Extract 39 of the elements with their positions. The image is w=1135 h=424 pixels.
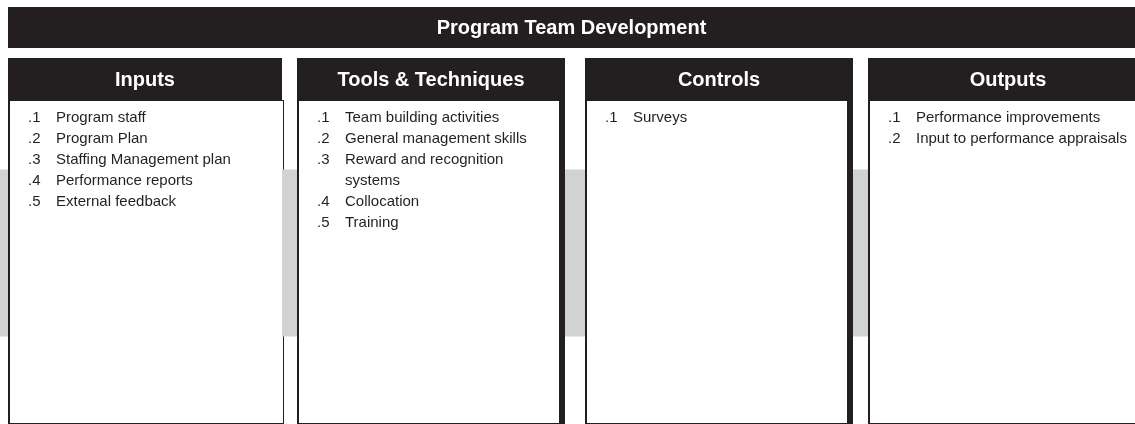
item-number: .1 <box>888 107 902 127</box>
item-number: .2 <box>28 128 42 148</box>
item-number: .4 <box>28 170 42 190</box>
item-number: .3 <box>28 149 42 169</box>
item-text: Reward and recognition systems <box>345 149 505 190</box>
connector-band <box>853 169 868 337</box>
item-text: Program staff <box>56 107 147 127</box>
item-number: .5 <box>317 212 331 232</box>
process-panel <box>297 58 565 424</box>
process-panel <box>868 58 1135 424</box>
item-text: Staffing Management plan <box>56 149 232 169</box>
item-text: Collocation <box>345 191 421 211</box>
process-panel <box>585 58 853 424</box>
item-text: Surveys <box>633 107 689 127</box>
connector-band <box>565 169 585 337</box>
item-text: Program Plan <box>56 128 149 148</box>
title-bar: Program Team Development <box>8 7 1135 48</box>
item-number: .3 <box>317 149 331 169</box>
panel-heading: Controls <box>676 67 762 92</box>
connector-band <box>282 169 297 337</box>
item-text: Training <box>345 212 400 232</box>
panel-heading: Outputs <box>968 67 1048 92</box>
item-text: Input to performance appraisals <box>916 128 1128 148</box>
item-text: Team building activities <box>345 107 501 127</box>
item-number: .2 <box>317 128 331 148</box>
connector-band <box>0 169 8 337</box>
item-text: Performance improvements <box>916 107 1102 127</box>
item-number: .1 <box>28 107 42 127</box>
item-text: Performance reports <box>56 170 194 190</box>
item-number: .1 <box>605 107 619 127</box>
item-text: External feedback <box>56 191 178 211</box>
item-number: .1 <box>317 107 331 127</box>
item-number: .4 <box>317 191 331 211</box>
process-panel <box>8 58 282 424</box>
item-number: .2 <box>888 128 902 148</box>
item-text: General management skills <box>345 128 528 148</box>
panel-heading: Inputs <box>114 67 176 92</box>
item-number: .5 <box>28 191 42 211</box>
panel-heading: Tools & Techniques <box>336 67 526 92</box>
